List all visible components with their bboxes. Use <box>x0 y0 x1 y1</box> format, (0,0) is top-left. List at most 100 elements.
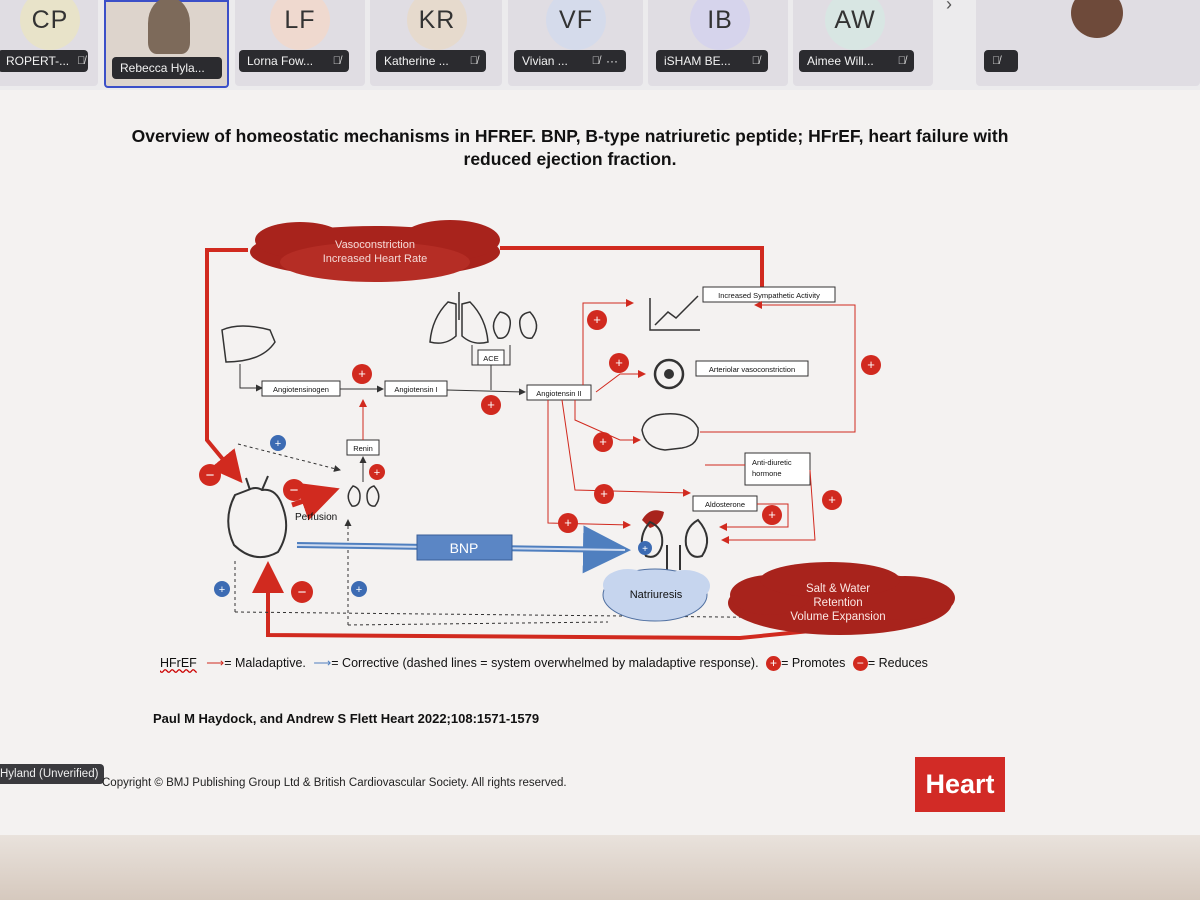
participant-tile-vf[interactable]: VF Vivian ... 🎙̸ ··· <box>508 0 643 86</box>
more-options-icon[interactable]: ··· <box>606 54 618 68</box>
participant-tile-ib[interactable]: IB iSHAM BE...🎙̸ <box>648 0 788 86</box>
participant-name-label: ROPERT-... <box>6 54 70 68</box>
trend-up-icon <box>654 295 699 326</box>
participant-tile-kr[interactable]: KR Katherine ... 🎙̸ <box>370 0 502 86</box>
aldosterone-label: Aldosterone <box>705 500 745 509</box>
svg-text:+: + <box>867 357 875 372</box>
unverified-name-tag: Hyland (Unverified) <box>0 764 105 784</box>
svg-text:+: + <box>768 507 776 522</box>
participant-name-label: Rebecca Hyla... <box>120 61 205 75</box>
participant-name-label: Vivian ... <box>522 54 568 68</box>
participant-name-label: Katherine ... <box>384 54 449 68</box>
corrective-plus-badge: + <box>638 541 652 555</box>
corrective-plus-badge: + <box>270 435 286 451</box>
red-loop-bottom <box>252 561 821 641</box>
corrective-arrow-icon: ⟶ <box>313 656 332 670</box>
corrective-plus-badge: + <box>351 581 367 597</box>
participant-name: ROPERT-...🎙̸ <box>0 50 88 72</box>
promotes-badge: + <box>352 364 372 384</box>
promotes-badge: + <box>369 464 385 480</box>
cloud-natriuresis: Natriuresis <box>602 568 710 622</box>
homeostatic-diagram: Vasoconstriction Increased Heart Rate An… <box>199 220 955 641</box>
svg-text:+: + <box>564 515 572 530</box>
svg-text:+: + <box>487 397 495 412</box>
vessel-icon <box>653 358 685 390</box>
angiotensin1-box <box>384 380 448 397</box>
reduces-badge: − <box>199 464 221 486</box>
promotes-badge: + <box>822 490 842 510</box>
legend-promotes: = Promotes <box>781 656 846 670</box>
participant-strip: CP ROPERT-...🎙̸ Rebecca Hyla... LF Lorna… <box>0 0 1200 90</box>
avatar: IB <box>690 0 750 50</box>
svg-text:−: − <box>298 584 307 601</box>
adh-box <box>744 452 811 486</box>
kidney-icon <box>492 311 538 339</box>
kidney-adrenal-icon <box>640 510 709 570</box>
promotes-badge: + <box>609 353 629 373</box>
mic-off-icon: 🎙̸ <box>897 55 906 67</box>
corrective-plus-badge: + <box>214 581 230 597</box>
heart-icon <box>227 487 288 559</box>
avatar: VF <box>546 0 606 50</box>
svg-text:+: + <box>219 584 225 596</box>
promotes-badge: + <box>594 484 614 504</box>
svg-text:−: − <box>290 482 299 499</box>
maladaptive-arrow-icon: ⟶ <box>206 656 225 670</box>
cloud-text: Retention <box>813 597 862 609</box>
ace-label: ACE <box>483 354 498 363</box>
svg-text:+: + <box>828 492 836 507</box>
participant-tile-cp[interactable]: CP ROPERT-...🎙̸ <box>0 0 98 86</box>
copyright: Copyright © BMJ Publishing Group Ltd & B… <box>102 777 567 789</box>
participant-name-label: iSHAM BE... <box>664 54 731 68</box>
cloud-text: Salt & Water <box>806 583 870 595</box>
bnp-label: BNP <box>450 540 479 556</box>
avatar: KR <box>407 0 467 50</box>
svg-text:+: + <box>642 544 648 555</box>
participant-name: iSHAM BE...🎙̸ <box>656 50 768 72</box>
lungs-icon <box>429 292 489 344</box>
reduces-icon: − <box>852 656 868 671</box>
perfusion-label: Perfusion <box>295 512 337 523</box>
adh-label: Anti-diuretic <box>752 458 792 467</box>
brain-icon <box>641 413 699 451</box>
svg-text:+: + <box>358 366 366 381</box>
promotes-badge: + <box>587 310 607 330</box>
participant-tile-video[interactable]: 🎙̸ <box>976 0 1200 86</box>
promotes-icon: + <box>766 656 782 671</box>
participant-name-label: Aimee Will... <box>807 54 874 68</box>
sympathetic-box <box>702 286 836 303</box>
legend-hfref: HFrEF <box>160 656 197 670</box>
participant-tile-lf[interactable]: LF Lorna Fow...🎙̸ <box>235 0 365 86</box>
citation: Paul M Haydock, and Andrew S Flett Heart… <box>153 711 540 726</box>
mic-off-icon: 🎙̸ <box>591 55 600 67</box>
mic-off-icon: 🎙̸ <box>469 55 478 67</box>
mic-off-icon: 🎙̸ <box>332 55 341 67</box>
video-feed <box>148 0 190 54</box>
svg-text:+: + <box>593 312 601 327</box>
promotes-badge: + <box>762 505 782 525</box>
arteriolar-label: Arteriolar vasoconstriction <box>709 365 795 374</box>
participant-name: Vivian ... 🎙̸ ··· <box>514 50 626 72</box>
participant-tile-rebecca[interactable]: Rebecca Hyla... <box>104 0 229 88</box>
liver-icon <box>221 325 276 363</box>
participant-name: Lorna Fow...🎙̸ <box>239 50 349 72</box>
meeting-window: CP ROPERT-...🎙̸ Rebecca Hyla... LF Lorna… <box>0 0 1200 835</box>
angiotensin2-box <box>526 384 592 401</box>
svg-text:+: + <box>356 584 362 596</box>
participant-name: Rebecca Hyla... <box>112 57 222 79</box>
cloud-salt-water: Salt & Water Retention Volume Expansion <box>728 562 955 635</box>
svg-text:+: + <box>600 486 608 501</box>
chevron-right-icon[interactable]: › <box>946 0 952 14</box>
participant-tile-aw[interactable]: AW Aimee Will... 🎙̸ <box>793 0 933 86</box>
avatar: AW <box>825 0 885 50</box>
svg-text:+: + <box>374 467 380 479</box>
legend-maladaptive: = Maladaptive. <box>224 656 306 670</box>
participant-name: 🎙̸ <box>984 50 1018 72</box>
reduces-badge: − <box>283 479 305 501</box>
legend: HFrEF ⟶= Maladaptive. ⟶= Corrective (das… <box>160 655 1000 671</box>
svg-text:+: + <box>599 434 607 449</box>
cloud-vasoconstriction: Vasoconstriction Increased Heart Rate <box>250 220 500 282</box>
promotes-badge: + <box>861 355 881 375</box>
reduces-badge: − <box>291 581 313 603</box>
renin-label: Renin <box>353 444 373 453</box>
